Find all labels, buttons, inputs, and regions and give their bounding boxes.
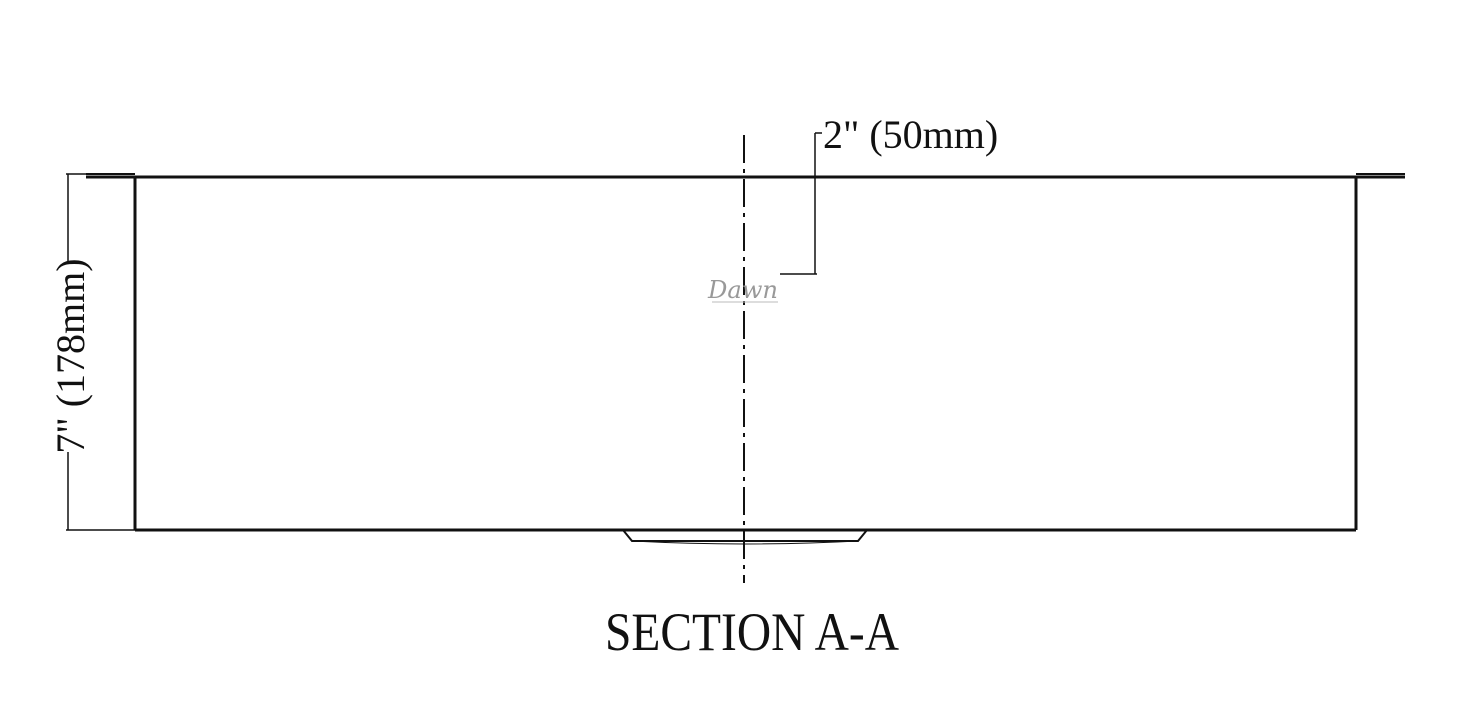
depth-dimension-label: 7" (178mm) bbox=[48, 258, 93, 453]
brand-logo: Dawn bbox=[707, 276, 778, 304]
sink-rim bbox=[86, 173, 1405, 179]
section-title: SECTION A-A bbox=[605, 602, 899, 662]
drain-offset-label: 2" (50mm) bbox=[823, 112, 998, 157]
depth-dimension: 7" (178mm) bbox=[48, 173, 135, 531]
sink-bowl-outline bbox=[133, 177, 1358, 532]
drain-offset-dimension: 2" (50mm) bbox=[780, 112, 998, 275]
